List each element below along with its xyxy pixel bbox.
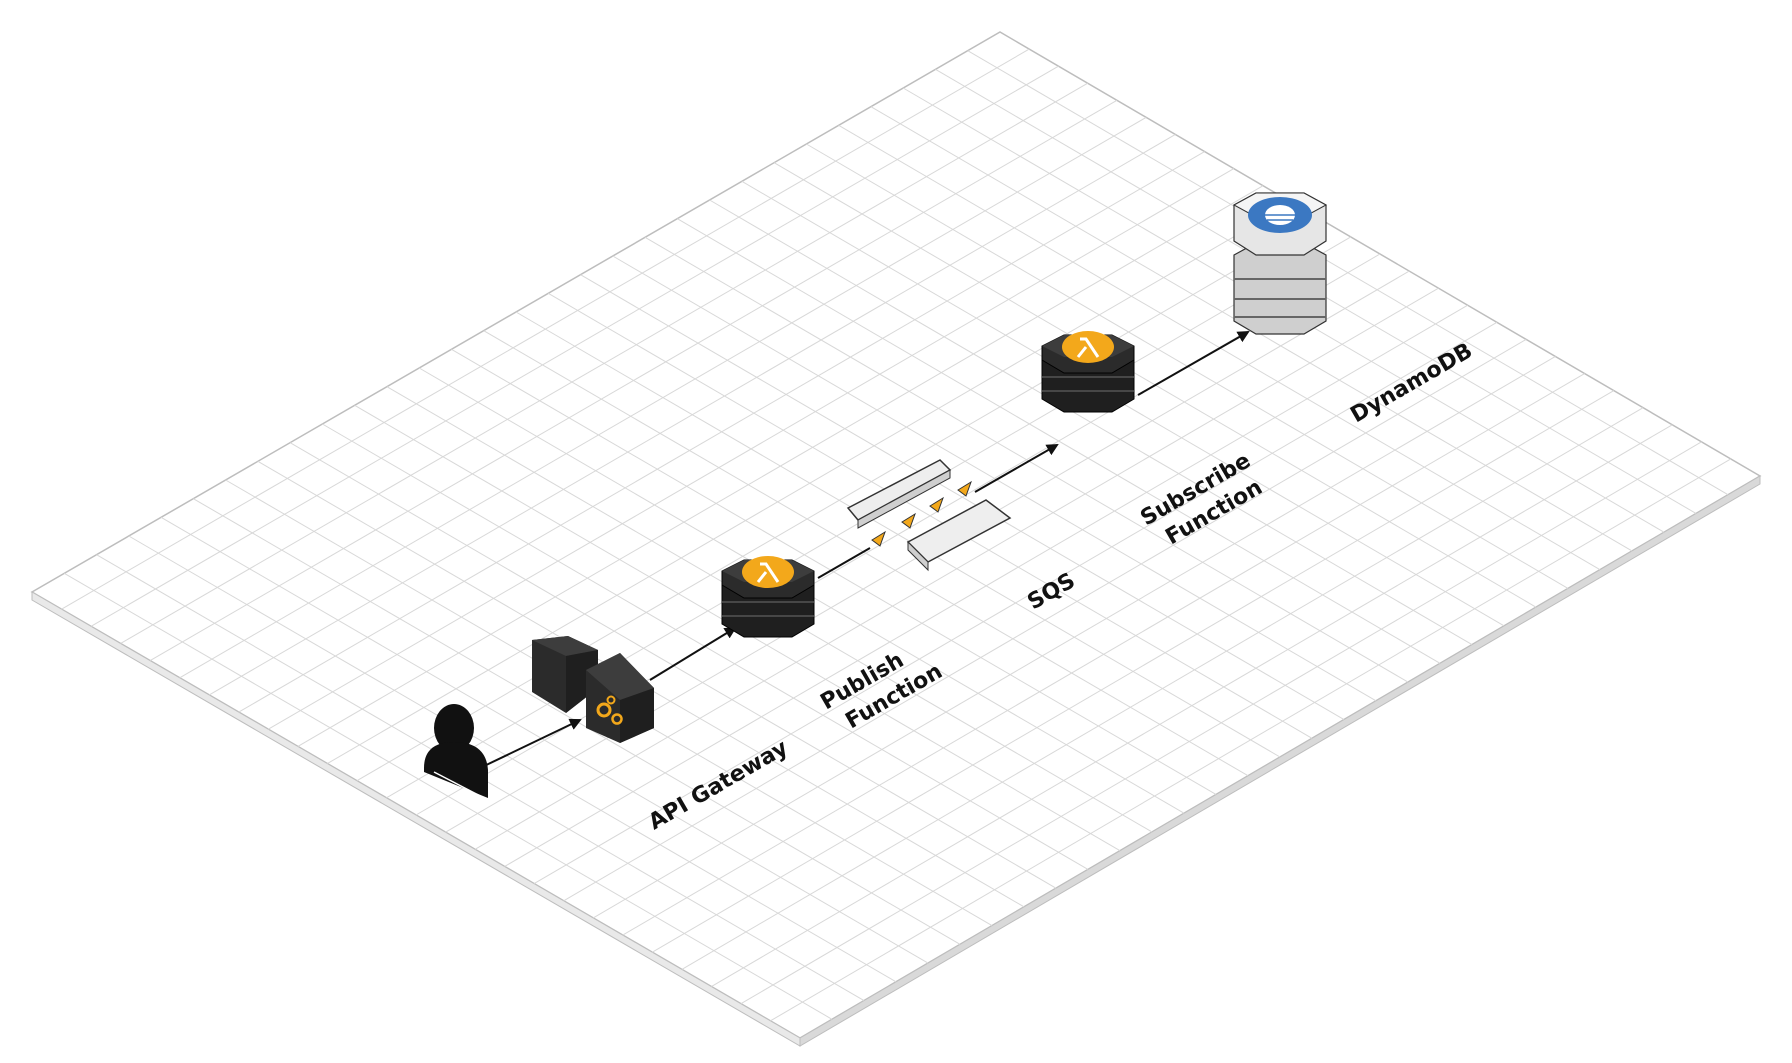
subscribe-function-icon [1041,331,1135,413]
grid-line [474,287,1439,850]
edge-api-gateway-to-publish-function [649,626,737,681]
edge-user-to-api-gateway [479,718,582,769]
grid-line [652,390,1615,953]
connectors [479,331,1250,769]
grid-line [208,134,1176,696]
grid-platform [30,31,1762,1047]
grid-line [711,424,1673,987]
grid-line [592,356,1556,919]
dynamodb-icon [1232,192,1328,335]
grid-line [120,82,1088,644]
edge-sqs-to-subscribe-function [974,444,1059,493]
gears-icon [596,695,623,725]
publish-function-icon [721,556,815,638]
grid-line [149,99,1118,662]
user-icon [424,704,489,801]
sqs-queue-icon [846,459,1012,572]
edge-publish-function-to-sqs [817,547,871,579]
grid-line [327,202,1293,764]
grid-line [356,219,1322,782]
lambda-icon [1062,331,1114,363]
grid-line [563,338,1527,902]
edge-subscribe-function-to-dynamodb [1137,331,1250,396]
grid-line [504,304,1468,867]
grid-line [622,373,1585,936]
grid-line [681,407,1644,970]
grid-line [533,321,1498,885]
platform-top [30,31,1762,1039]
grid-line [740,441,1702,1005]
grid-line [90,65,1059,627]
grid-line [61,48,1030,610]
grid-line [179,116,1147,679]
grid-line [268,168,1235,730]
grid-line [297,185,1264,747]
grid-line [770,458,1732,1022]
api-gateway-icon [532,636,654,743]
grid-line [238,151,1205,713]
lambda-icon [742,556,794,588]
